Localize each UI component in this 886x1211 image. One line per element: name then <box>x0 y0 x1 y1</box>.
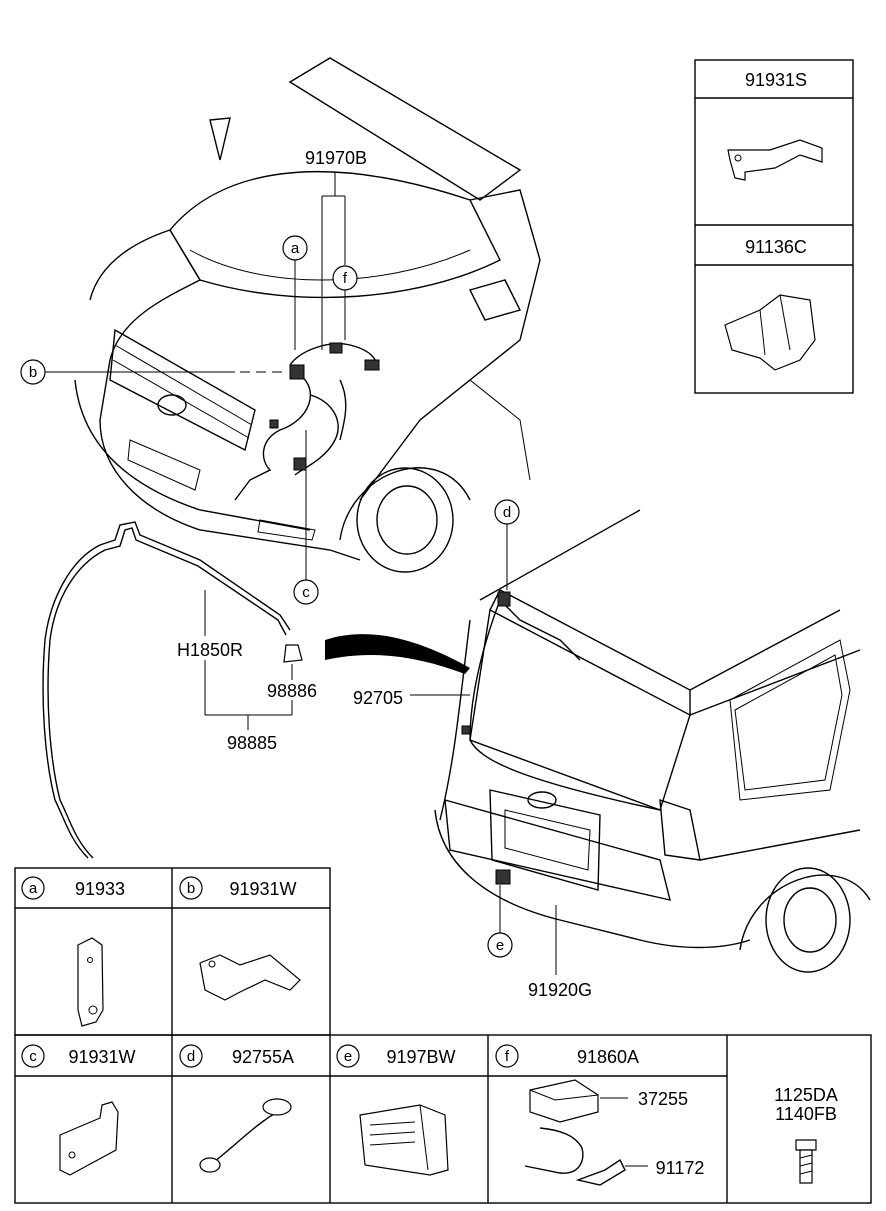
grid-part-92755A: 92755A <box>232 1047 294 1067</box>
label-91920G: 91920G <box>528 980 592 1000</box>
grid-part-91931W-c: 91931W <box>68 1047 135 1067</box>
label-91970B: 91970B <box>305 148 367 168</box>
grid-part-37255: 37255 <box>638 1089 688 1109</box>
callout-circle-f <box>332 265 358 291</box>
grid-part-91172: 91172 <box>656 1158 705 1178</box>
grid-circle-b <box>179 876 203 900</box>
callout-e-rear: e <box>496 937 504 954</box>
grid-letter-f: f <box>505 1048 510 1065</box>
label-98886: 98886 <box>267 681 317 701</box>
callout-d-rear: d <box>503 504 511 521</box>
direction-arrow <box>325 634 470 674</box>
grid-circle-d <box>179 1044 203 1068</box>
callout-c-front: c <box>302 584 310 601</box>
grid-circle-e <box>336 1044 360 1068</box>
grid-letter-e: e <box>344 1048 352 1065</box>
grid-circle-a <box>21 876 45 900</box>
grid-letter-a: a <box>29 880 38 897</box>
label-98885: 98885 <box>227 733 277 753</box>
inset-part-91931S: 91931S <box>745 70 807 90</box>
parts-grid-row2 <box>14 1034 872 1204</box>
front-vehicle-drawing <box>74 57 541 573</box>
callout-b-front: b <box>29 364 37 381</box>
grid-part-91931W-b: 91931W <box>229 879 296 899</box>
callout-circle-e <box>487 932 513 958</box>
inset-part-91136C: 91136C <box>745 237 807 257</box>
callout-circle-c <box>293 579 319 605</box>
grid-letter-c: c <box>29 1048 37 1065</box>
grid-part-1125DA: 1125DA <box>774 1085 838 1105</box>
grid-part-91933: 91933 <box>75 879 125 899</box>
grid-part-91860A: 91860A <box>577 1047 639 1067</box>
callout-a-front: a <box>291 240 300 257</box>
rear-callouts <box>410 524 557 975</box>
callout-f-front: f <box>343 270 348 287</box>
grid-letter-b: b <box>187 880 195 897</box>
grid-part-9197BW: 9197BW <box>386 1047 455 1067</box>
washer-hose-drawing <box>42 521 303 859</box>
label-92705: 92705 <box>353 688 403 708</box>
inset-top-right <box>694 59 854 394</box>
front-callouts <box>45 172 346 580</box>
grid-letter-d: d <box>187 1048 195 1065</box>
grid-circle-f <box>495 1044 519 1068</box>
rear-vehicle-drawing <box>434 509 871 973</box>
grid-part-1140FB: 1140FB <box>775 1104 837 1124</box>
callout-circle-d <box>494 499 520 525</box>
callout-circle-b <box>20 359 46 385</box>
label-H1850R: H1850R <box>177 640 243 660</box>
grid-circle-c <box>21 1044 45 1068</box>
callout-circle-a <box>282 235 308 261</box>
